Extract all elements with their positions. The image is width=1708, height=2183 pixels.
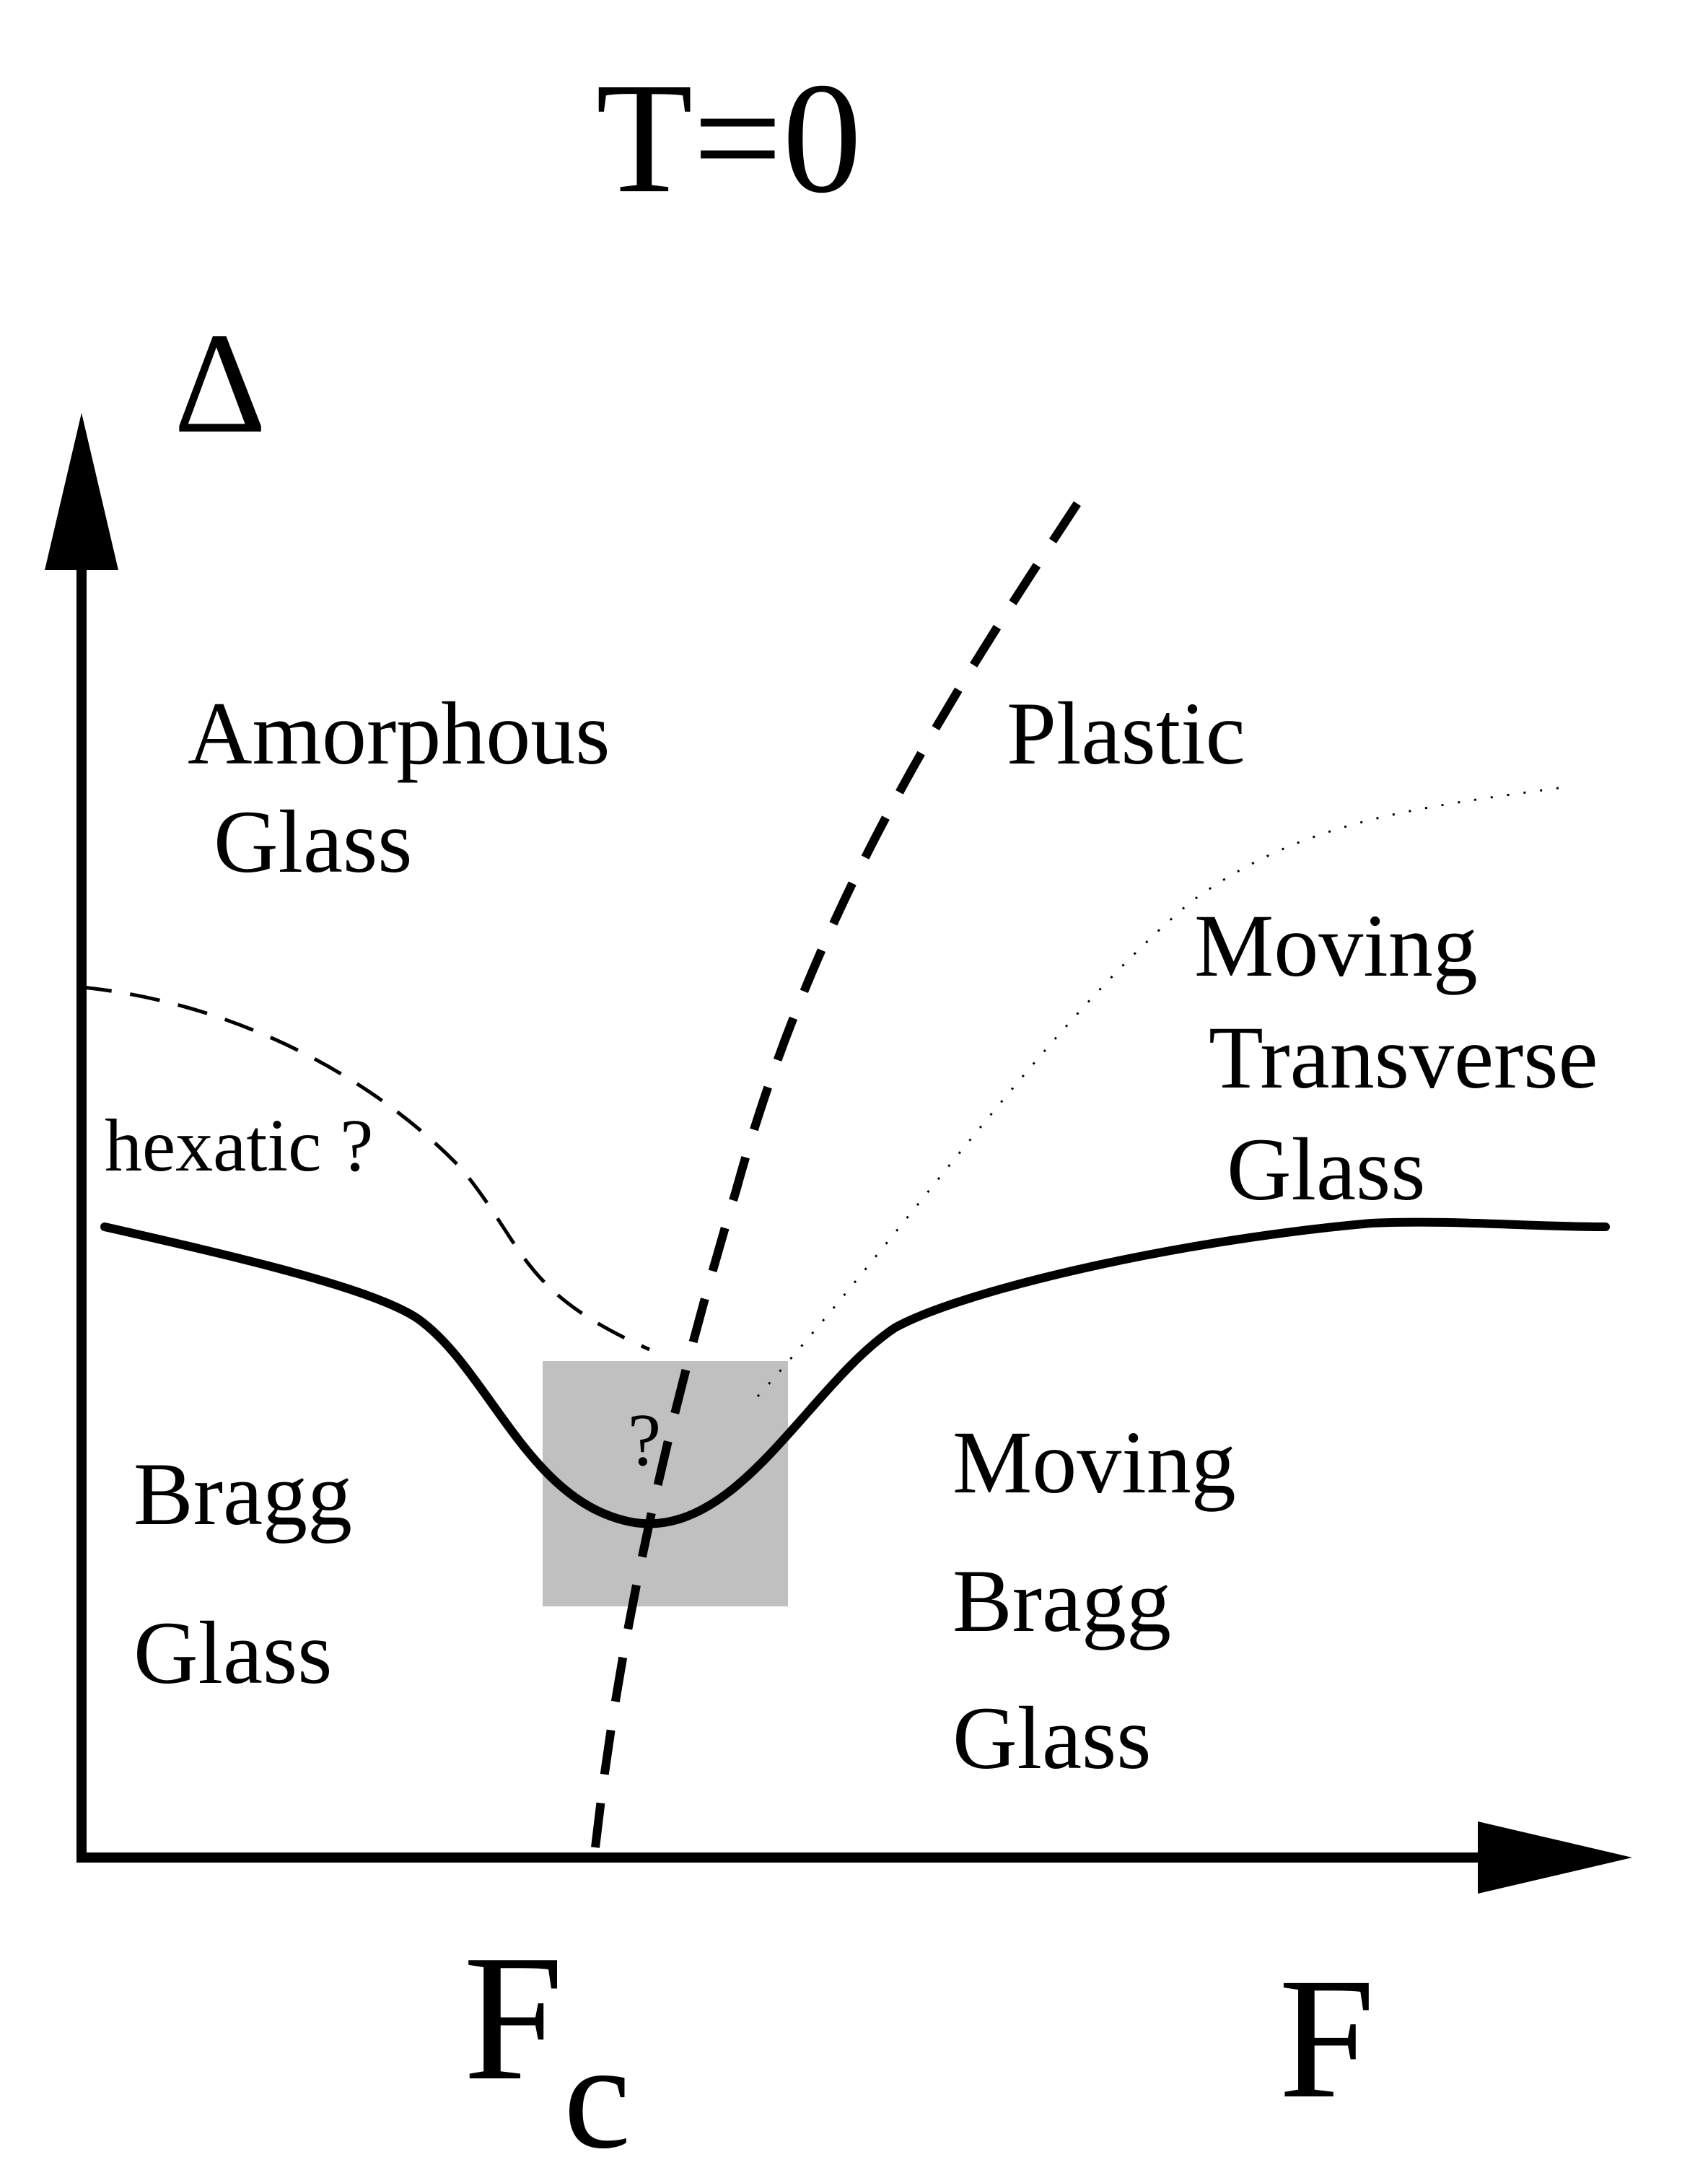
hexatic-boundary-line	[81, 985, 651, 1352]
region-moving-transverse-glass-line3: Glass	[1227, 1120, 1426, 1219]
region-hexatic: hexatic ?	[105, 1104, 373, 1187]
y-axis-arrowhead	[45, 413, 118, 570]
x-axis-arrowhead	[1478, 1821, 1632, 1894]
diagram-title: T=0	[596, 50, 862, 226]
region-moving-bragg-glass-line3: Glass	[952, 1689, 1152, 1788]
region-moving-transverse-glass-line2: Transverse	[1209, 1008, 1598, 1107]
region-plastic: Plastic	[1007, 684, 1245, 783]
region-moving-transverse-glass-line1: Moving	[1194, 896, 1478, 995]
region-moving-bragg-glass-line2: Bragg	[952, 1552, 1171, 1650]
region-moving-bragg-glass-line1: Moving	[952, 1413, 1236, 1512]
depinning-plastic-line	[591, 482, 1094, 1848]
region-amorphous-glass-line1: Amorphous	[188, 684, 610, 783]
x-tick-label-fc: Fc	[463, 1918, 631, 2180]
region-bragg-glass-line2: Glass	[133, 1604, 333, 1702]
region-bragg-glass-line1: Bragg	[133, 1445, 352, 1544]
bragg-glass-transition-curve	[100, 1217, 1610, 1528]
uncertain-region-box	[543, 1361, 788, 1606]
moving-transverse-glass-line	[756, 785, 1570, 1397]
uncertain-region-mark: ?	[628, 1399, 661, 1482]
x-axis-label: F	[1279, 1942, 1375, 2134]
region-amorphous-glass-line2: Glass	[214, 792, 413, 891]
y-axis-label: Δ	[174, 304, 267, 463]
